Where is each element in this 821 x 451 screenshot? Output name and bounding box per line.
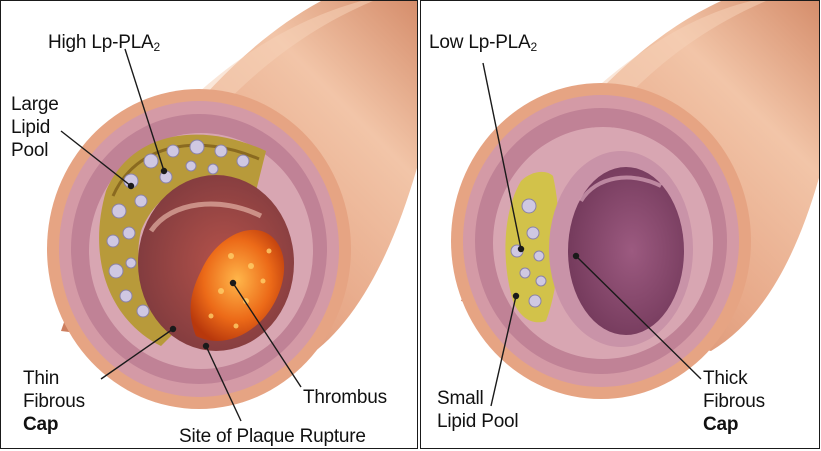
- label-thin-fibrous-cap: Thin Fibrous Cap: [23, 367, 85, 436]
- lumen: [549, 151, 693, 347]
- label-thick-fibrous-cap: Thick Fibrous Cap: [703, 367, 765, 436]
- label-small-lipid-pool: Small Lipid Pool: [437, 387, 518, 433]
- label-large-lipid-pool: Large Lipid Pool: [11, 93, 59, 162]
- label-high-lp-pla2: High Lp-PLA2: [48, 31, 160, 59]
- stable-plaque-panel: Low Lp-PLA2 Small Lipid Pool Thick Fibro…: [420, 0, 820, 449]
- label-low-lp-pla2: Low Lp-PLA2: [429, 31, 537, 59]
- unstable-plaque-panel: High Lp-PLA2 Large Lipid Pool Thin Fibro…: [0, 0, 418, 449]
- label-thrombus: Thrombus: [303, 386, 387, 409]
- label-site-of-plaque-rupture: Site of Plaque Rupture: [179, 425, 366, 448]
